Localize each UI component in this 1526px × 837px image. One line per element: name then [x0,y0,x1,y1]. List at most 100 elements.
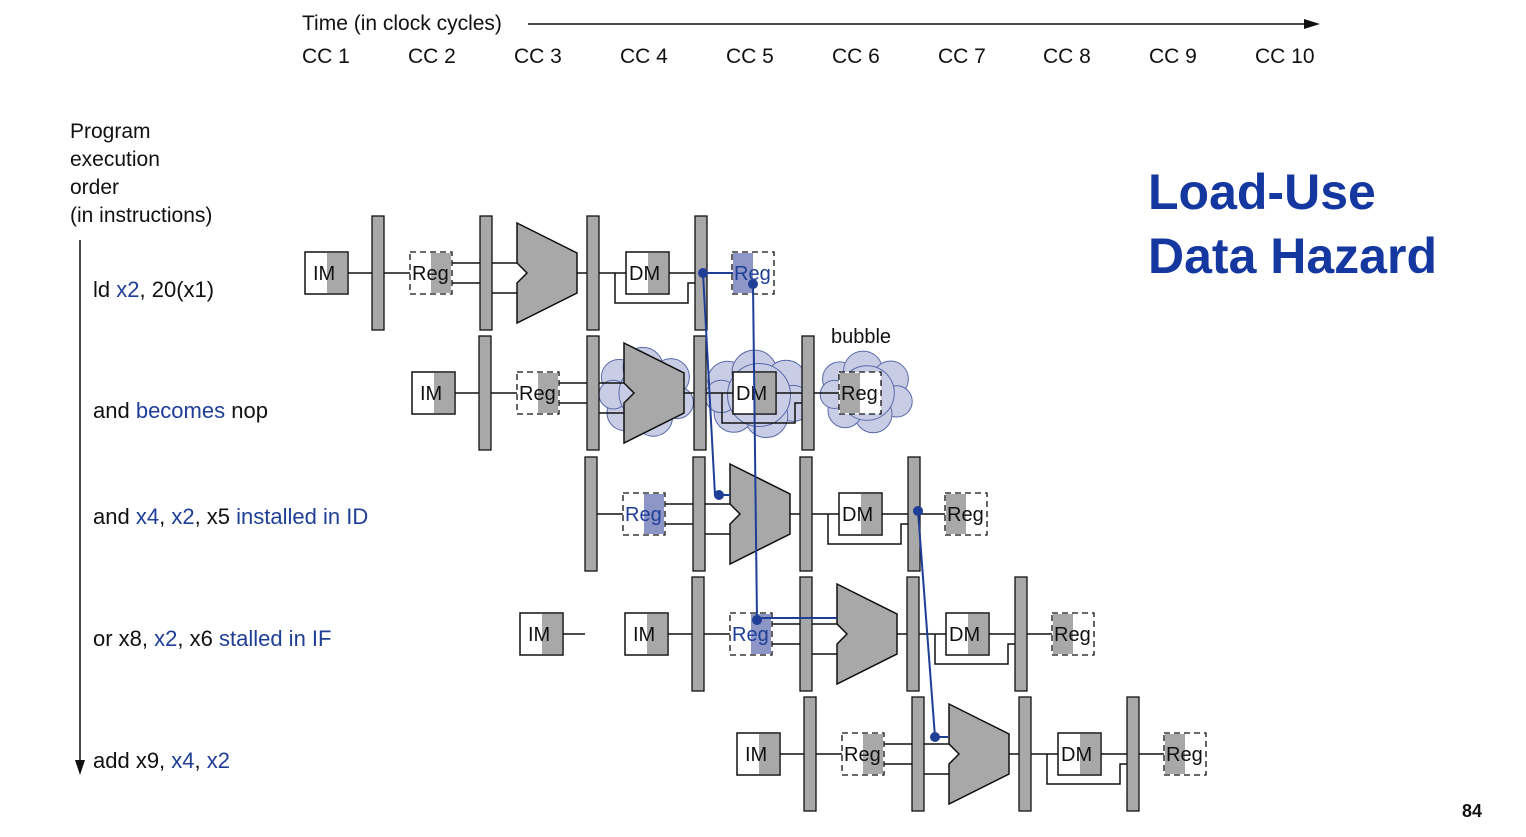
instruction-part: , [194,748,207,773]
title-line-2: Data Hazard [1148,228,1437,284]
page-number: 84 [1462,801,1483,821]
instruction-part: , [159,504,172,529]
reg-label: Reg [734,263,771,285]
pipeline-register [799,576,813,692]
im-shade [327,253,347,293]
instruction-part: x4 [135,504,160,529]
pipeline-register [801,335,815,451]
pipeline-register [479,215,493,331]
pipeline-register [478,335,492,451]
instruction-part: x4 [171,748,195,773]
pipeline-register [803,696,817,812]
alu-shape [948,702,1010,806]
wire [1046,754,1127,785]
pipeline-register [371,215,385,331]
alu-shape [836,582,898,686]
bubble-label: bubble [831,326,892,348]
im-label: IM [420,383,442,405]
cycle-label: CC 7 [938,45,986,68]
forward-line [752,283,758,621]
cycle-label: CC 1 [302,45,350,68]
title-line-1: Load-Use [1148,164,1376,220]
slide-title: Load-Use Data Hazard [1148,160,1437,288]
reg-label: Reg [1054,624,1091,646]
pipeline-register [1014,576,1028,692]
forward-dot [752,615,762,625]
reg-label: Reg [519,383,556,405]
dm-label: DM [842,504,873,526]
pipeline-register [691,576,705,692]
instruction-part: installed in ID [236,504,369,529]
dm-shade [1080,734,1100,774]
instruction-label: ld x2, 20(x1) [93,277,214,303]
im-shade [759,734,779,774]
cycle-label: CC 3 [514,45,562,68]
im-label: IM [633,624,655,646]
instruction-label: add x9, x4, x2 [93,748,230,774]
reg-shade [840,373,860,413]
instruction-label: and x4, x2, x5 installed in ID [93,504,368,530]
cycle-label: CC 5 [726,45,774,68]
reg-label: Reg [1166,744,1203,766]
instruction-part: x2 [206,748,231,773]
instruction-part: add x9, [93,748,172,773]
reg-shade [863,734,883,774]
reg-label: Reg [947,504,984,526]
time-axis-arrowhead [1304,19,1320,29]
instruction-part: , x6 [177,626,219,651]
cycle-label: CC 9 [1149,45,1197,68]
reg-label: Reg [732,624,769,646]
alu-shape [623,341,685,445]
cycle-label: CC 6 [832,45,880,68]
instruction-label: or x8, x2, x6 stalled in IF [93,626,331,652]
reg-shade [644,494,664,534]
dm-shade [861,494,881,534]
im-shade [542,614,562,654]
program-order-label: Program execution order (in instructions… [70,120,213,227]
dm-shade [755,373,775,413]
alu-shape [729,462,791,566]
instruction-part: x2 [116,277,140,302]
pipeline-register [906,576,920,692]
pipeline-register [584,456,598,572]
forward-dot [930,732,940,742]
alu-shape [516,221,578,325]
wire [934,634,1015,665]
reg-shade [431,253,451,293]
instruction-part: or x8, [93,626,155,651]
reg-label: Reg [412,263,449,285]
instruction-part: and [93,504,136,529]
reg-shade [946,494,966,534]
reg-shade [538,373,558,413]
instruction-part: ld [93,277,117,302]
instruction-part: , 20(x1) [139,277,215,302]
dm-shade [648,253,668,293]
instruction-label: and becomes nop [93,398,268,424]
reg-shade [1165,734,1185,774]
dm-label: DM [949,624,980,646]
instruction-part: , x5 [194,504,237,529]
pipeline-register [586,335,600,451]
instruction-part: stalled in IF [218,626,332,651]
im-label: IM [313,263,335,285]
wire [614,273,695,304]
im-label: IM [528,624,550,646]
instruction-part: becomes [135,398,226,423]
order-axis-arrowhead [75,760,85,775]
cycle-label: CC 8 [1043,45,1091,68]
dm-shade [968,614,988,654]
forward-dot [714,490,724,500]
reg-label: Reg [844,744,881,766]
reg-label: Reg [625,504,662,526]
cycle-label: CC 10 [1255,45,1315,68]
pipeline-register [586,215,600,331]
im-shade [647,614,667,654]
pipeline-register [692,456,706,572]
pipeline-register [1126,696,1140,812]
cycle-label: CC 4 [620,45,668,68]
time-axis-title: Time (in clock cycles) [302,12,502,35]
im-label: IM [745,744,767,766]
im-shade [434,373,454,413]
dm-label: DM [736,383,767,405]
